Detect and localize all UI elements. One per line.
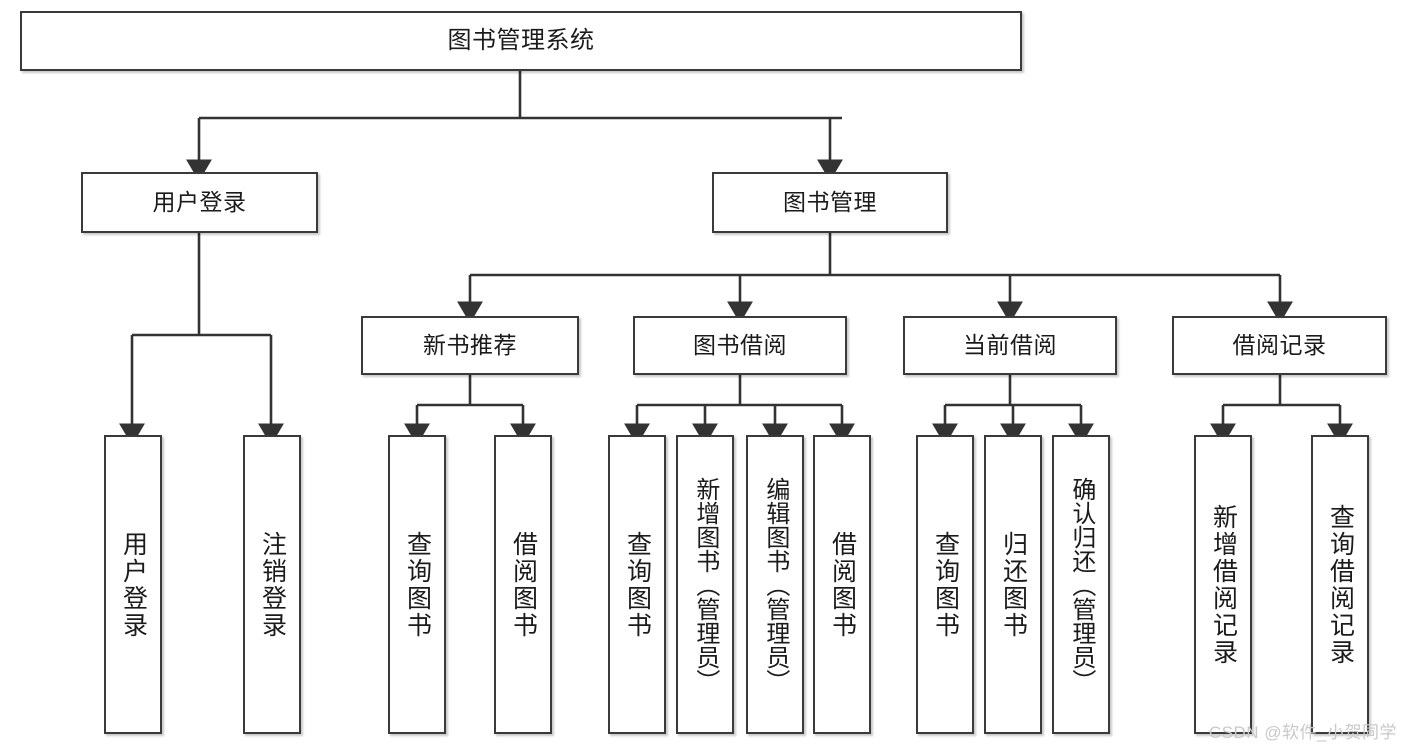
node-label: 借阅图书 [509, 530, 538, 639]
node-label: 当前借阅 [963, 331, 1057, 358]
leaf-borrow-record-add-record[interactable]: 新增借阅记录 [1194, 435, 1252, 734]
node-label: 归还图书 [999, 530, 1028, 639]
node-label: 新书推荐 [423, 331, 517, 358]
node-label: 图书管理 [783, 188, 877, 215]
node-label: 图书借阅 [693, 331, 787, 358]
node-label: 查询借阅记录 [1326, 503, 1355, 666]
node-label: 新增图书（管理员） [691, 476, 719, 693]
node-label: 用户登录 [152, 188, 247, 215]
node-label: 编辑图书（管理员） [761, 476, 789, 693]
leaf-current-borrow-query-book[interactable]: 查询图书 [916, 435, 974, 734]
leaf-user-login-login[interactable]: 用户登录 [104, 435, 162, 734]
node-label: 查询图书 [403, 530, 432, 639]
node-book-borrow[interactable]: 图书借阅 [633, 316, 847, 375]
leaf-book-borrow-add-book-admin[interactable]: 新增图书（管理员） [676, 435, 734, 734]
node-label: 借阅记录 [1232, 331, 1327, 358]
node-label: 查询图书 [623, 530, 652, 639]
node-label: 用户登录 [119, 530, 148, 639]
leaf-book-borrow-borrow-book[interactable]: 借阅图书 [813, 435, 871, 734]
csdn-watermark: CSDN @软件_小贺同学 [1208, 723, 1397, 742]
node-user-login[interactable]: 用户登录 [81, 172, 318, 233]
node-label: 借阅图书 [828, 530, 857, 639]
node-book-management[interactable]: 图书管理 [712, 172, 948, 233]
leaf-borrow-record-query-record[interactable]: 查询借阅记录 [1311, 435, 1369, 734]
leaf-user-login-logout[interactable]: 注销登录 [243, 435, 301, 734]
leaf-new-book-borrow-book[interactable]: 借阅图书 [494, 435, 552, 734]
leaf-book-borrow-edit-book-admin[interactable]: 编辑图书（管理员） [746, 435, 804, 734]
node-label: 确认归还（管理员） [1067, 476, 1095, 693]
node-label: 图书管理系统 [447, 26, 595, 54]
leaf-current-borrow-confirm-return-admin[interactable]: 确认归还（管理员） [1052, 435, 1110, 734]
node-borrow-record[interactable]: 借阅记录 [1172, 316, 1387, 375]
leaf-new-book-query-book[interactable]: 查询图书 [388, 435, 446, 734]
node-label: 新增借阅记录 [1209, 503, 1238, 666]
leaf-current-borrow-return-book[interactable]: 归还图书 [984, 435, 1042, 734]
node-current-borrow[interactable]: 当前借阅 [903, 316, 1117, 375]
node-label: 注销登录 [258, 530, 287, 639]
leaf-book-borrow-query-book[interactable]: 查询图书 [608, 435, 666, 734]
node-label: 查询图书 [931, 530, 960, 639]
node-root-book-management-system[interactable]: 图书管理系统 [20, 11, 1022, 71]
node-new-book-recommend[interactable]: 新书推荐 [361, 316, 579, 375]
